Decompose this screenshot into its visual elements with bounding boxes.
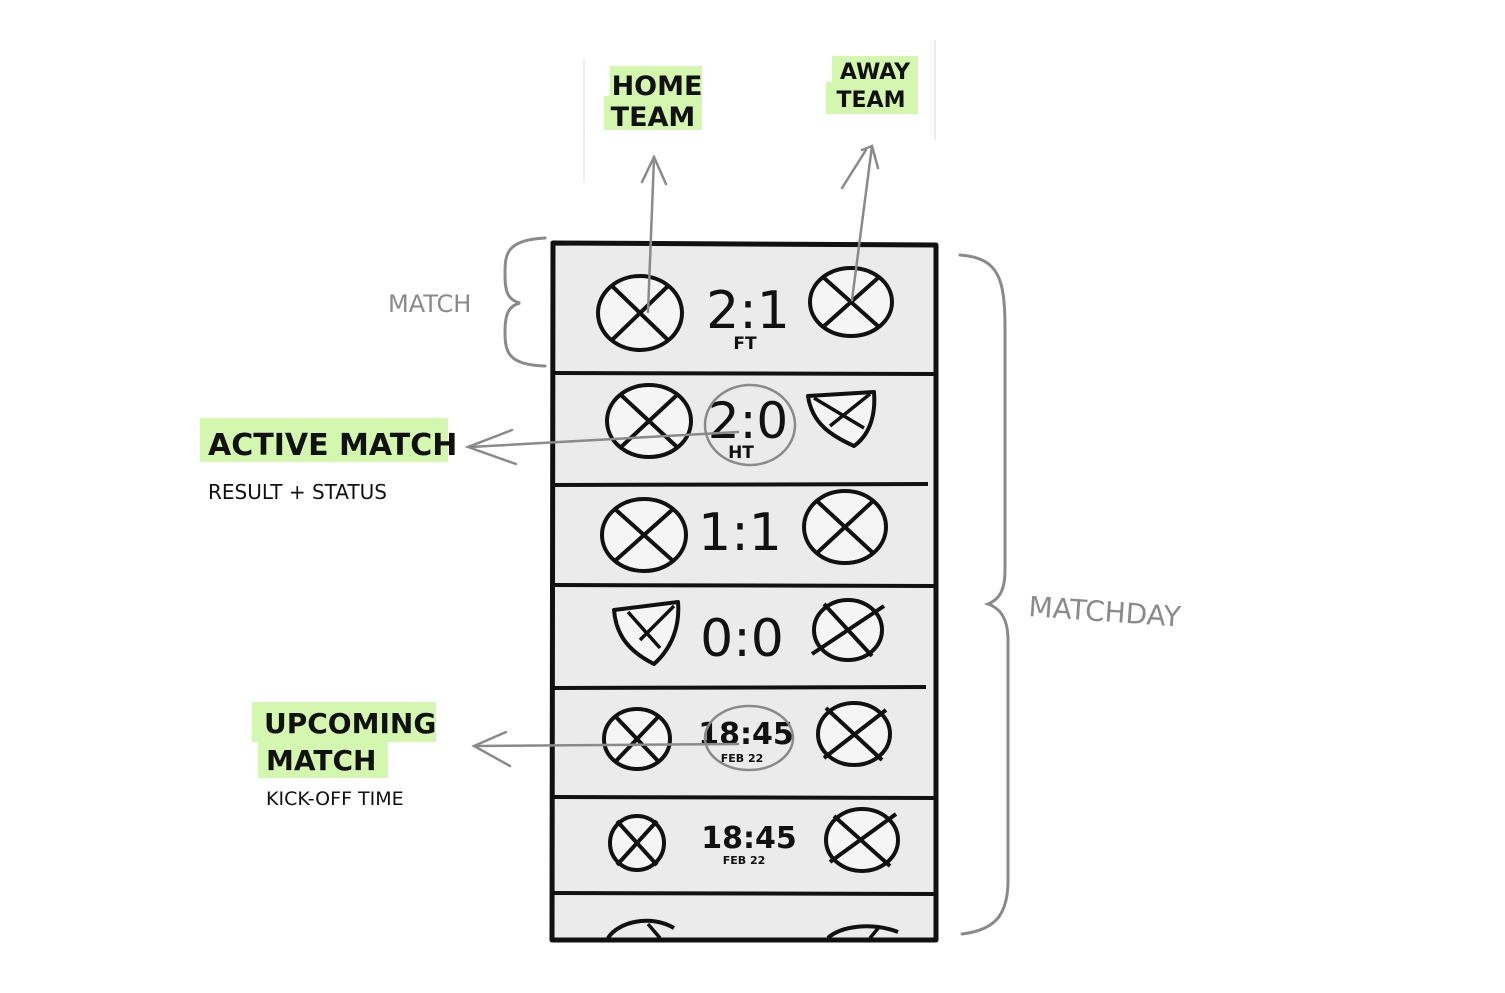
- match-row-partial[interactable]: [606, 918, 899, 940]
- match-score: 0:0: [700, 609, 784, 669]
- upcoming-match-title-line-2: MATCH: [266, 744, 376, 777]
- home-team-line-1: HOME: [612, 71, 703, 102]
- row-divider: [553, 891, 935, 896]
- matchday-bracket-label: MATCHDAY: [1028, 590, 1183, 634]
- circle-crest-icon: [602, 707, 672, 771]
- highlight-circle: [703, 704, 795, 772]
- active-match-arrow: [468, 430, 740, 449]
- arrow-head-icon: [640, 154, 668, 186]
- match-row[interactable]: 0:0: [612, 598, 886, 669]
- kickoff-time: 18:45: [701, 821, 797, 856]
- row-divider: [553, 795, 935, 800]
- upcoming-match-subtitle: KICK-OFF TIME: [266, 788, 404, 810]
- upcoming-match-arrow: [474, 742, 740, 748]
- row-divider: [553, 371, 935, 376]
- away-team-line-1: AWAY: [840, 60, 911, 85]
- circle-crest-icon: [810, 598, 886, 662]
- home-team-callout: HOME TEAM: [611, 71, 703, 133]
- match-score: 2:0: [708, 392, 788, 450]
- match-list: 2:1 FT 2:0 HT: [549, 240, 939, 943]
- shield-crest-icon: [806, 390, 877, 448]
- kickoff-date: FEB 22: [721, 752, 764, 765]
- arrows: [464, 144, 880, 768]
- active-match-subtitle: RESULT + STATUS: [208, 480, 387, 504]
- home-team-line-2: TEAM: [611, 102, 696, 133]
- away-team-callout: AWAY TEAM: [837, 60, 912, 113]
- phone-frame: [549, 240, 939, 943]
- active-match-callout: ACTIVE MATCH RESULT + STATUS: [208, 428, 457, 504]
- arrow-head-icon: [840, 144, 880, 190]
- match-row-upcoming[interactable]: 18:45 FEB 22: [608, 807, 900, 873]
- match-score: 2:1: [706, 281, 790, 341]
- shield-crest-icon: [612, 600, 681, 666]
- match-bracket: [503, 236, 547, 368]
- arrow-head-icon: [471, 730, 512, 768]
- row-divider: [553, 685, 927, 690]
- home-team-arrow: [646, 156, 656, 314]
- match-row[interactable]: 2:1 FT: [596, 266, 894, 354]
- match-row-upcoming[interactable]: 18:45 FEB 22: [602, 701, 892, 772]
- highlight-markers: [200, 56, 918, 778]
- kickoff-time: 18:45: [698, 717, 794, 752]
- match-bracket-label: MATCH: [388, 290, 471, 318]
- circle-crest-icon: [802, 489, 888, 565]
- away-team-arrow: [850, 144, 874, 302]
- row-divider: [553, 482, 929, 487]
- row-divider: [553, 583, 935, 588]
- upcoming-match-title-line-1: UPCOMING: [264, 707, 436, 740]
- circle-crest-icon: [600, 497, 688, 573]
- arrow-head-icon: [464, 428, 518, 466]
- scan-artifact-line: [583, 40, 936, 182]
- matchday-bracket: [958, 253, 1010, 936]
- circle-crest-icon: [596, 274, 684, 352]
- away-team-line-2: TEAM: [837, 88, 906, 113]
- circle-crest-icon: [816, 701, 892, 767]
- circle-crest-icon: [826, 924, 899, 940]
- match-score: 1:1: [698, 503, 782, 563]
- active-match-title: ACTIVE MATCH: [208, 428, 457, 463]
- upcoming-match-callout: UPCOMING MATCH KICK-OFF TIME: [264, 707, 436, 810]
- circle-crest-icon: [608, 814, 666, 872]
- match-status: FT: [733, 334, 757, 354]
- circle-crest-icon: [824, 807, 900, 873]
- highlight-circle: [703, 383, 797, 467]
- circle-crest-icon: [606, 918, 676, 940]
- circle-crest-icon: [605, 383, 693, 459]
- match-row[interactable]: 1:1: [600, 489, 888, 573]
- match-status: HT: [728, 443, 754, 463]
- circle-crest-icon: [808, 266, 894, 338]
- kickoff-date: FEB 22: [723, 854, 766, 867]
